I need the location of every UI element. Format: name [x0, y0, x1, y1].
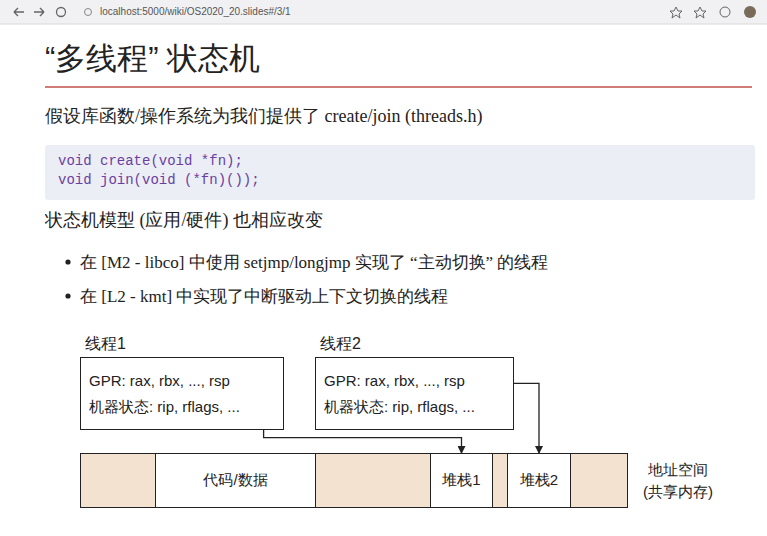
forward-icon — [34, 8, 44, 16]
register-text: GPR: rax, rbx, ..., rsp — [89, 368, 277, 394]
address-space-band: 地址空间 (共享内存)代码/数据堆栈1堆栈2 — [80, 453, 628, 508]
pointer-arrow — [264, 430, 462, 454]
thread-box: 线程2GPR: rax, rbx, ..., rsp机器状态: rip, rfl… — [315, 357, 514, 430]
browser-bar-rule — [0, 24, 767, 25]
avatar-icon — [744, 6, 756, 18]
slide-title: “多线程” 状态机 — [45, 38, 260, 80]
code-line: void create(void *fn); — [58, 153, 243, 169]
url-text: localhost:5000/wiki/OS2020_20.slides#/3/… — [100, 6, 291, 17]
star-icon — [694, 7, 706, 18]
register-text: 机器状态: rip, rflags, ... — [89, 394, 277, 420]
thread-box: 线程1GPR: rax, rbx, ..., rsp机器状态: rip, rfl… — [80, 357, 284, 430]
bullet-text: 在 [M2 - libco] 中使用 setjmp/longjmp 实现了 “主… — [80, 251, 548, 274]
body-text: 状态机模型 (应用/硬件) 也相应改变 — [45, 208, 323, 232]
intro-text: 假设库函数/操作系统为我们提供了 create/join (threads.h) — [45, 104, 482, 128]
band-label: 地址空间 (共享内存) — [637, 459, 719, 503]
register-text: GPR: rax, rbx, ..., rsp — [324, 368, 507, 394]
thread-heading: 线程2 — [320, 334, 361, 355]
reload-icon — [57, 8, 66, 17]
bullet-dot — [65, 259, 70, 264]
segment-label: 代码/数据 — [199, 471, 271, 490]
register-text: 机器状态: rip, rflags, ... — [324, 394, 507, 420]
info-icon — [85, 9, 92, 16]
segment-label: 堆栈1 — [438, 471, 484, 490]
memory-segment: 堆栈1 — [430, 454, 493, 507]
thread-heading: 线程1 — [85, 334, 126, 355]
bullet-text: 在 [L2 - kmt] 中实现了中断驱动上下文切换的线程 — [80, 285, 448, 308]
browser-bar — [0, 0, 767, 24]
memory-segment: 堆栈2 — [507, 454, 571, 507]
segment-label: 堆栈2 — [516, 471, 562, 490]
back-icon — [14, 8, 24, 16]
code-line: void join(void (*fn)()); — [58, 172, 260, 188]
title-rule — [45, 86, 752, 88]
star-icon — [670, 7, 682, 18]
bullet-dot — [65, 293, 70, 298]
pointer-arrow — [514, 383, 539, 454]
extension-icon — [720, 7, 730, 17]
memory-segment: 代码/数据 — [155, 454, 316, 507]
code-block — [45, 145, 755, 200]
